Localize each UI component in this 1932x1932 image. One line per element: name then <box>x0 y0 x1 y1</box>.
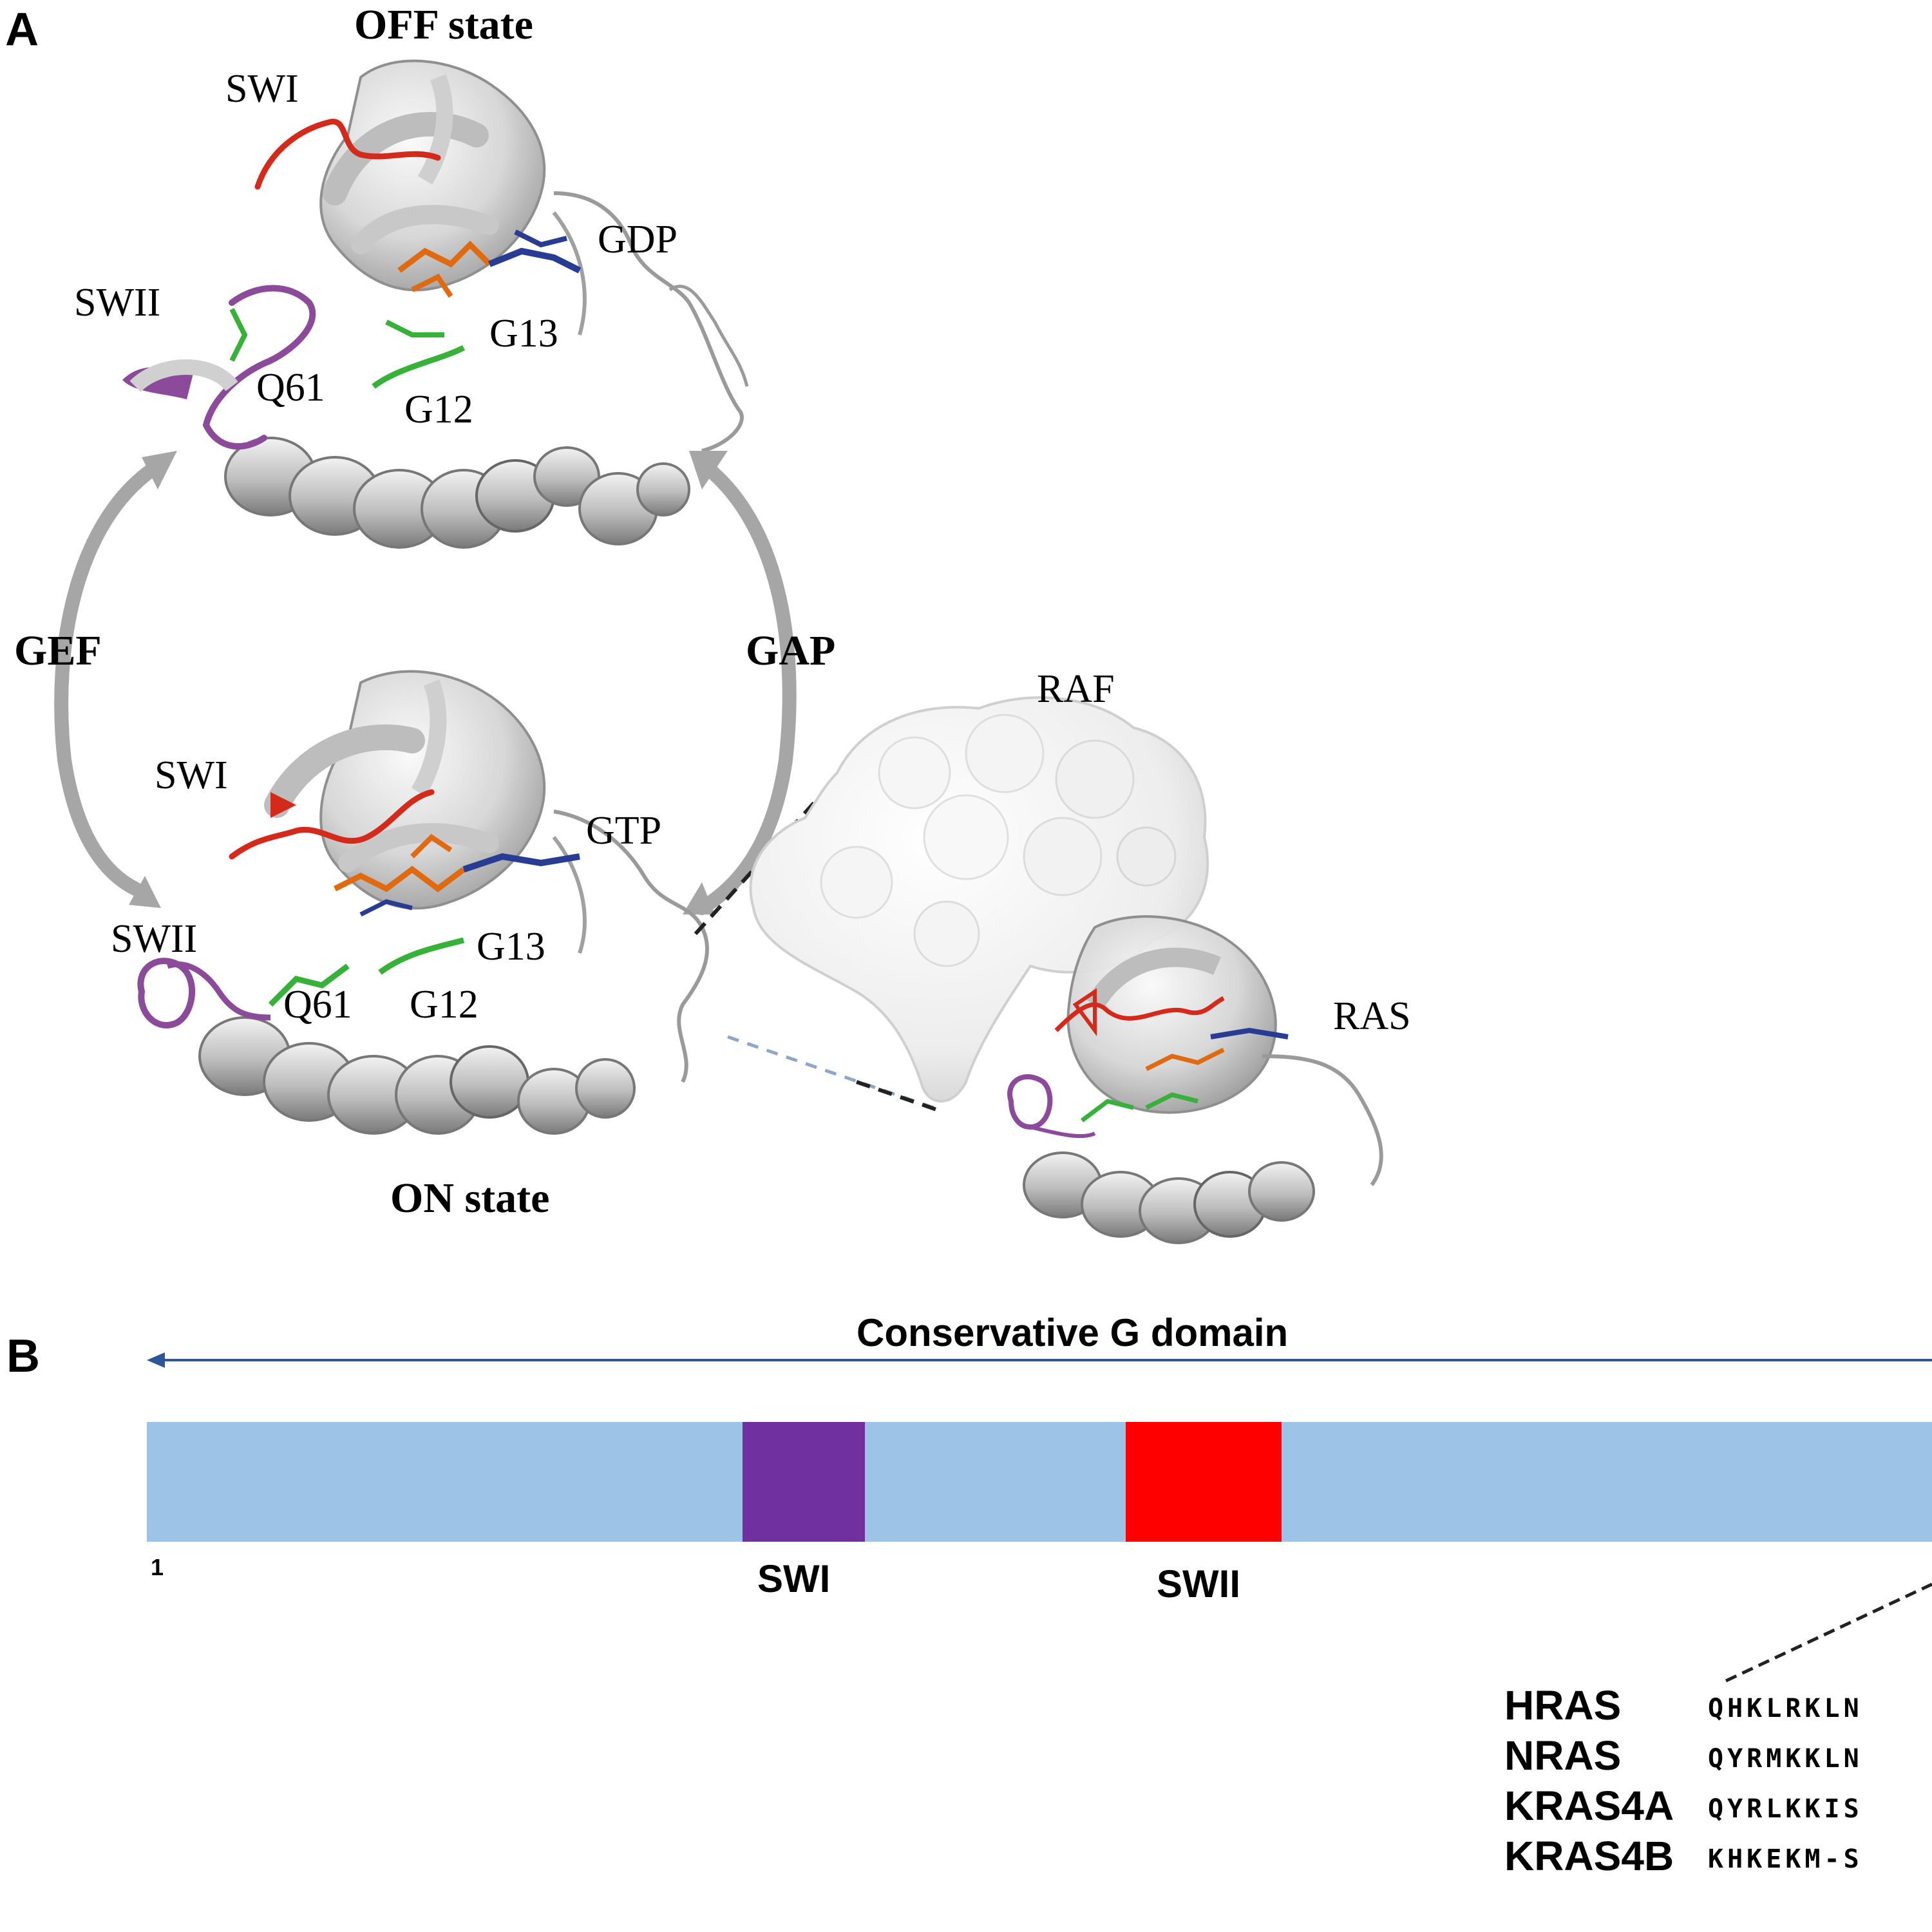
off-g13-label: G13 <box>489 312 558 355</box>
swi-segment-label: SWI <box>757 1557 830 1600</box>
raf-ras-complex: RAF RAS <box>749 667 1411 1244</box>
gef-arrow <box>54 451 177 908</box>
isoform-seq-kras4a: QYRLKKIS <box>1708 1794 1863 1824</box>
isoform-name-kras4b: KRAS4B <box>1504 1833 1674 1879</box>
off-gdp-label: GDP <box>598 218 677 261</box>
on-helices <box>198 1016 636 1135</box>
on-swii-label: SWII <box>111 917 197 961</box>
on-gtp-sticks <box>333 833 580 917</box>
raf-label: RAF <box>1037 667 1115 711</box>
on-state-protein: SWI GTP SWII G13 Q61 G12 <box>111 670 709 1135</box>
panel-b-letter: B <box>6 1331 40 1382</box>
panel-a-letter: A <box>5 4 39 55</box>
on-g13-label: G13 <box>477 925 545 969</box>
hvr-callout-line <box>1725 1582 1932 1683</box>
isoform-name-kras4a: KRAS4A <box>1504 1783 1674 1829</box>
ras-label: RAS <box>1333 994 1411 1038</box>
connector-bottom-dark <box>856 1080 941 1113</box>
raf-surface <box>749 696 1209 1103</box>
off-swii-label: SWII <box>74 281 160 325</box>
gef-label: GEF <box>14 627 102 674</box>
swi-segment <box>743 1422 865 1542</box>
isoform-seq-hras: QHKLRKLN <box>1708 1694 1863 1723</box>
isoform-alignment: HRAS QHKLRKLN NRAS QYRMKKLN KRAS4A QYRLK… <box>1504 1682 1863 1879</box>
domain-title: Conservative G domain <box>857 1311 1288 1354</box>
gap-arrow <box>683 451 797 915</box>
off-state-protein: SWI GDP SWII G13 Q61 G12 <box>74 59 749 549</box>
on-swi-label: SWI <box>155 753 228 797</box>
on-g12-label: G12 <box>410 983 478 1027</box>
off-swi-label: SWI <box>225 67 299 111</box>
on-state-label: ON state <box>390 1175 549 1222</box>
swii-segment-label: SWII <box>1157 1562 1240 1605</box>
isoform-name-nras: NRAS <box>1504 1732 1621 1779</box>
off-q61-label: Q61 <box>256 366 325 410</box>
ras-cartoon <box>1007 915 1383 1244</box>
off-state-label: OFF state <box>354 1 533 48</box>
on-q61-label: Q61 <box>283 983 352 1027</box>
isoform-seq-nras: QYRMKKLN <box>1708 1744 1863 1774</box>
domain-bar <box>147 1422 1932 1542</box>
isoform-seq-kras4b: KHKEKM-S <box>1708 1844 1863 1874</box>
gap-label: GAP <box>746 627 835 674</box>
connector-bottom <box>727 1035 934 1110</box>
off-g12-label: G12 <box>404 388 473 431</box>
off-helices <box>224 437 690 549</box>
isoform-name-hras: HRAS <box>1504 1682 1621 1728</box>
off-gdp-sticks <box>397 229 582 298</box>
swii-segment <box>1126 1422 1282 1542</box>
start-residue-label: 1 <box>151 1554 164 1580</box>
g-domain-arrow <box>147 1352 1932 1368</box>
on-gtp-label: GTP <box>586 809 661 853</box>
